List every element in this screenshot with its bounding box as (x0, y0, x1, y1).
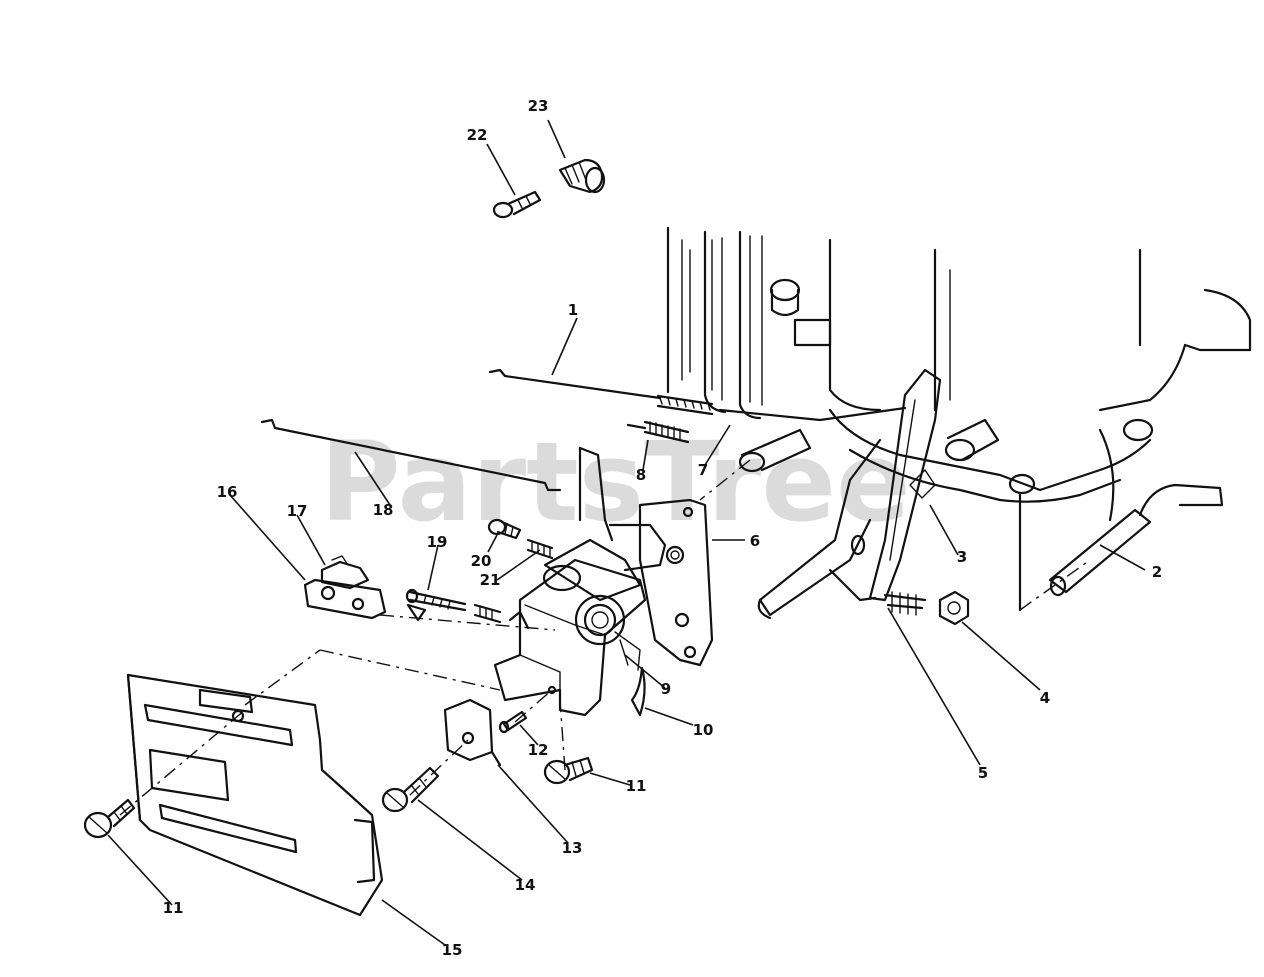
callout-22: 22 (467, 126, 488, 144)
callout-19: 19 (427, 533, 448, 551)
callout-20: 20 (471, 552, 492, 570)
assembly-lines (119, 459, 751, 816)
part-23-cable-clip (558, 158, 606, 194)
part-1-governor-link (488, 368, 907, 422)
callout-1: 1 (568, 301, 578, 319)
part-18-control-rod (260, 418, 562, 492)
control-assembly (493, 523, 667, 717)
part-22-screw (492, 190, 542, 219)
callout-14: 14 (515, 876, 536, 894)
part-19-screw (405, 588, 467, 622)
callout-2: 2 (1152, 563, 1162, 581)
part-20-screw (487, 518, 522, 540)
callout-10: 10 (693, 721, 714, 739)
part-6-bracket (578, 446, 714, 667)
callout-17: 17 (287, 502, 308, 520)
callout-18: 18 (373, 501, 394, 519)
part-8-spring (626, 420, 690, 444)
callout-15: 15 (442, 941, 463, 959)
part-15-cover-plate (126, 673, 384, 917)
part-12-pin (498, 710, 528, 734)
callout-9: 9 (661, 680, 671, 698)
callout-8: 8 (636, 466, 646, 484)
callout-4: 4 (1040, 689, 1050, 707)
part-21-spring (473, 538, 554, 624)
part-4-nut (883, 590, 970, 626)
part-5-governor-arm (757, 368, 942, 620)
callout-13: 13 (562, 839, 583, 857)
part-14-bolt (381, 766, 440, 813)
part-2-lever (1048, 483, 1224, 597)
callout-7: 7 (698, 461, 708, 479)
engine-block (666, 226, 1252, 612)
callout-23: 23 (528, 97, 549, 115)
part-11-bolt-right (543, 756, 594, 785)
watermark: PartsTree (320, 418, 911, 546)
callout-5: 5 (978, 764, 988, 782)
leader-lines (107, 119, 1146, 946)
callout-labels: 1 2 3 4 5 6 7 8 9 10 11 11 12 13 14 15 1… (163, 97, 1163, 959)
callout-11-right: 11 (626, 777, 647, 795)
callout-12: 12 (528, 741, 549, 759)
callout-21: 21 (480, 571, 501, 589)
callout-11-left: 11 (163, 899, 184, 917)
part-11-bolt-left (83, 798, 136, 839)
callout-16: 16 (217, 483, 238, 501)
part-13-clip (443, 698, 502, 767)
callout-6: 6 (750, 532, 760, 550)
callout-3: 3 (957, 548, 967, 566)
part-16-17-latch (303, 555, 387, 620)
